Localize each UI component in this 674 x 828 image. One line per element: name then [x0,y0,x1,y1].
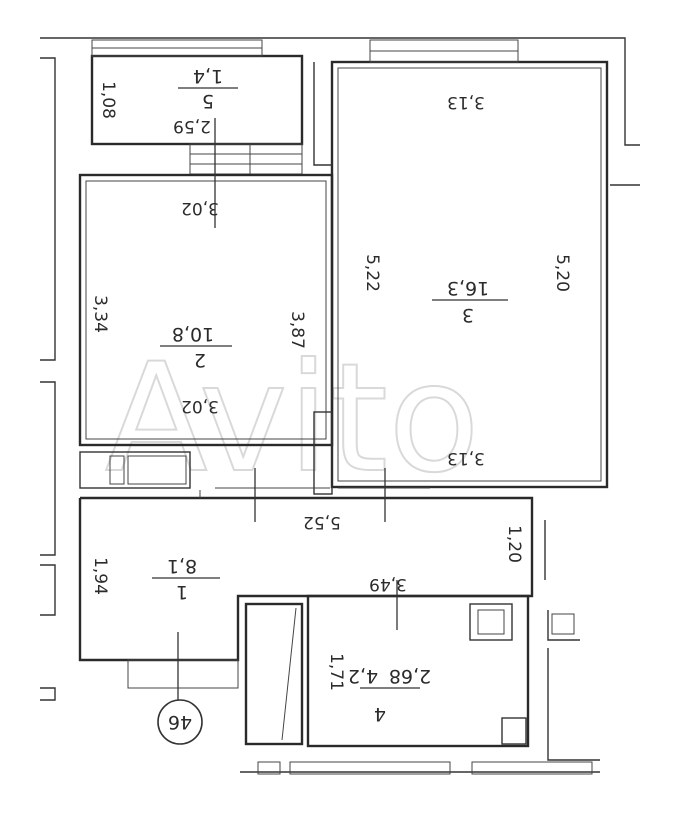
dim-hall-left: 1,94 [90,557,110,595]
apartment-number-circle [157,699,203,745]
dimension-lines [152,87,508,718]
hall-wall [78,496,534,662]
balcony-door [189,143,303,175]
room-3-number: 3 [462,304,474,326]
shaft-diagonal [281,607,297,741]
dim-room-3-right: 5,20 [552,254,572,292]
sink-block [469,603,513,641]
closet-block [79,451,191,489]
labels: 46 1,4 5 2,59 1,08 3,02 3,02 3,34 3,87 1… [90,65,572,733]
dim-hall-right: 1,20 [504,525,524,563]
room-2-number: 2 [194,349,206,371]
room-5-number: 5 [202,90,214,112]
room-4-wall [306,594,530,748]
right-stub-box [551,613,575,635]
dim-room-2-right: 3,87 [287,311,307,349]
dim-hall-length: 5,52 [303,512,341,532]
outer-wall-left-low [40,564,56,616]
dim-room-4-top: 3,49 [369,574,407,594]
outer-wall-left-mid [40,381,56,556]
room-5-area: 1,4 [193,65,223,87]
bottom-window-2 [471,761,593,775]
dim-balcony-depth: 1,08 [98,81,118,119]
room-3-inner [337,67,602,482]
dim-room-4-side: 1,71 [326,653,346,691]
entrance-door [127,659,239,689]
bottom-post [257,761,281,775]
dim-room-4-width: 2,68 [389,665,431,687]
apartment-number: 46 [168,711,192,733]
watermark-text: Avito [105,332,480,506]
shaft-wall [244,602,304,746]
room-3-pier [313,62,332,166]
outer-wall-left-top [40,57,56,361]
closet-slot [109,455,125,485]
room-4-number: 4 [374,703,386,725]
bottom-window [289,761,451,775]
room-2-inner [85,180,327,440]
watermark: Avito [104,331,481,507]
room-1-area: 8,1 [167,555,197,577]
partition-column [313,411,333,495]
dim-room-3-top: 3,13 [447,92,485,112]
outer-wall-top [40,37,640,146]
dim-room-3-left: 5,22 [362,254,382,292]
dim-room-2-top: 3,02 [181,198,219,218]
outer-wall-left-bottom [40,687,56,701]
dim-room-2-bottom: 3,02 [181,396,219,416]
dim-room-2-left: 3,34 [90,295,110,333]
right-stub [547,610,580,641]
dim-balcony-width: 2,59 [173,116,211,136]
walls [40,37,640,775]
room-3-area: 16,3 [447,277,489,299]
dim-room-3-bottom: 3,13 [447,448,485,468]
closet-slot-2 [127,455,187,485]
room-1-number: 1 [176,581,188,603]
room-4-area: 4,2 [348,665,378,687]
toilet-block [501,717,527,745]
sink [477,609,505,635]
room-2-area: 10,8 [172,323,214,345]
right-wall-low [547,648,600,761]
